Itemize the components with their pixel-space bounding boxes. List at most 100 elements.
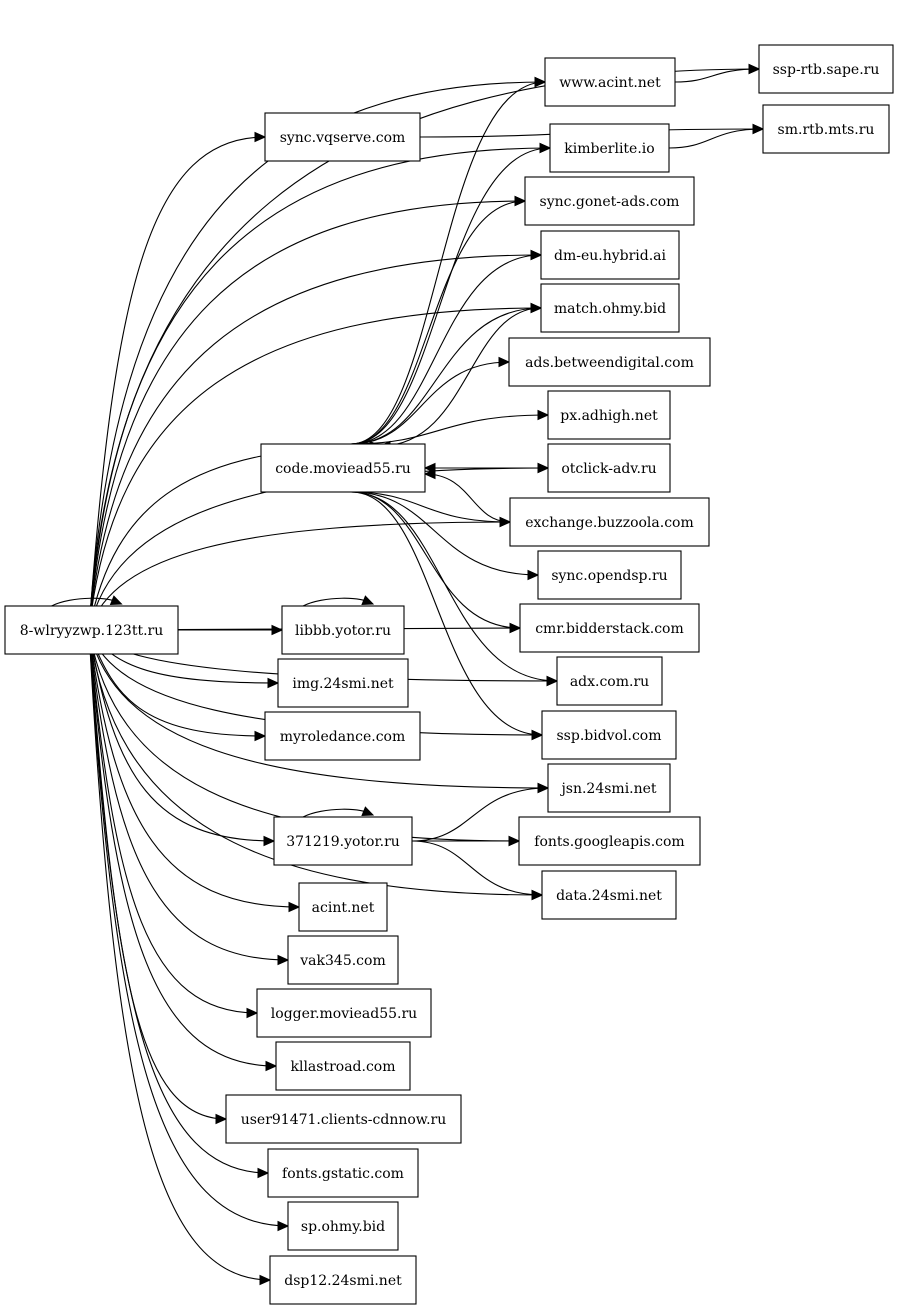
node-box-myrole xyxy=(264,711,421,761)
node-box-acint xyxy=(298,882,388,932)
node-jsn: jsn.24smi.net xyxy=(547,763,671,813)
arrowhead-root-to-y371 xyxy=(263,835,276,847)
node-ohmy: match.ohmy.bid xyxy=(540,283,680,333)
arrowhead-wacint-to-sape xyxy=(748,63,761,75)
nodes-layer: 8-wlryyzwp.123tt.ru ssp-rtb.sape.ru www.ac… xyxy=(4,44,894,1305)
node-label-gapis: fonts.googleapis.com xyxy=(534,834,684,850)
node-kimber: kimberlite.io xyxy=(549,123,670,173)
node-label-vak: vak345.com xyxy=(299,953,385,969)
arrowhead-movie-to-bidvol xyxy=(531,729,544,741)
node-box-jsn xyxy=(547,763,671,813)
edge-root-to-buzz xyxy=(88,521,511,631)
edge-movie-to-wacint xyxy=(350,81,546,445)
node-label-buzz: exchange.buzzoola.com xyxy=(525,515,694,531)
edge-root-to-logger xyxy=(88,629,258,1014)
arrowhead-movie-to-adhigh xyxy=(537,409,550,421)
node-mts: sm.rtb.mts.ru xyxy=(762,104,890,154)
edge-ohmy-to-movie xyxy=(379,307,542,447)
arrowhead-root-to-kll xyxy=(265,1060,278,1072)
arrowhead-root-to-cdn xyxy=(215,1113,228,1125)
edge-root-to-hybrid xyxy=(88,254,542,631)
edge-root-to-dsp12 xyxy=(88,629,271,1281)
node-label-mts: sm.rtb.mts.ru xyxy=(778,122,875,138)
edge-root-to-ohmy xyxy=(88,307,542,631)
node-label-acint: acint.net xyxy=(312,900,375,916)
node-label-y371: 371219.yotor.ru xyxy=(286,834,400,850)
node-label-sape: ssp-rtb.sape.ru xyxy=(773,62,880,78)
node-label-dsp12: dsp12.24smi.net xyxy=(284,1273,402,1289)
node-dsp12: dsp12.24smi.net xyxy=(269,1255,417,1305)
node-box-vq xyxy=(264,112,421,162)
edge-root-to-kimber xyxy=(88,147,551,631)
node-img24: img.24smi.net xyxy=(277,658,409,708)
arrowhead-root-to-logger xyxy=(246,1007,259,1019)
arrowhead-movie-to-opendsp xyxy=(527,569,540,581)
node-box-between xyxy=(508,337,711,387)
node-label-kll: kllastroad.com xyxy=(290,1059,395,1075)
node-label-ohmy: match.ohmy.bid xyxy=(554,301,666,317)
arrowhead-movie-to-bidder xyxy=(509,622,522,634)
node-bidder: cmr.bidderstack.com xyxy=(519,603,700,653)
node-label-gstatic: fonts.gstatic.com xyxy=(282,1166,404,1182)
node-label-between: ads.betweendigital.com xyxy=(525,355,694,371)
arrowhead-root-to-root xyxy=(109,595,123,605)
node-y371: 371219.yotor.ru xyxy=(273,816,413,866)
node-hybrid: dm-eu.hybrid.ai xyxy=(540,230,680,280)
node-box-dsp12 xyxy=(269,1255,417,1305)
node-root: 8-wlryyzwp.123tt.ru xyxy=(4,605,179,655)
node-box-bidder xyxy=(519,603,700,653)
arrowhead-root-to-spohmy xyxy=(277,1220,290,1232)
edge-root-to-bidvol xyxy=(88,629,543,736)
arrowhead-root-to-acint xyxy=(288,901,301,913)
node-gstatic: fonts.gstatic.com xyxy=(267,1148,419,1198)
node-box-gstatic xyxy=(267,1148,419,1198)
arrowhead-y371-to-data24 xyxy=(531,889,544,901)
edge-buzz-to-movie xyxy=(424,473,511,523)
node-label-opendsp: sync.opendsp.ru xyxy=(551,568,667,584)
edge-root-to-spohmy xyxy=(88,629,289,1227)
node-box-img24 xyxy=(277,658,409,708)
node-box-ohmy xyxy=(540,283,680,333)
edge-root-to-myrole xyxy=(88,629,266,737)
node-label-img24: img.24smi.net xyxy=(292,676,394,692)
node-box-buzz xyxy=(509,497,710,547)
edge-movie-to-opendsp xyxy=(350,491,539,576)
node-label-movie: code.moviead55.ru xyxy=(275,461,411,477)
edge-root-to-vq xyxy=(88,136,266,631)
node-data24: data.24smi.net xyxy=(541,870,677,920)
edge-kimber-to-mts xyxy=(668,128,764,149)
node-cdn: user91471.clients-cdnnow.ru xyxy=(225,1094,462,1144)
node-box-kll xyxy=(275,1041,411,1091)
node-label-hybrid: dm-eu.hybrid.ai xyxy=(554,248,667,264)
node-box-adx xyxy=(556,656,663,706)
edge-root-to-gonet xyxy=(88,200,526,631)
arrowhead-movie-to-between xyxy=(498,356,511,368)
arrowhead-root-to-img24 xyxy=(267,677,280,689)
node-label-logger: logger.moviead55.ru xyxy=(271,1006,417,1022)
node-otclick: otclick-adv.ru xyxy=(547,443,671,493)
node-gonet: sync.gonet-ads.com xyxy=(524,176,695,226)
node-label-myrole: myroledance.com xyxy=(280,729,406,745)
node-label-jsn: jsn.24smi.net xyxy=(559,781,656,797)
node-myrole: myroledance.com xyxy=(264,711,421,761)
arrowhead-root-to-dsp12 xyxy=(259,1274,272,1286)
edges-layer xyxy=(51,63,765,1286)
arrowhead-kimber-to-mts xyxy=(752,123,765,135)
node-box-cdn xyxy=(225,1094,462,1144)
node-label-adx: adx.com.ru xyxy=(570,674,649,690)
arrowhead-y371-to-y371 xyxy=(361,806,375,816)
edge-movie-to-buzz xyxy=(350,491,511,523)
edge-wacint-to-sape xyxy=(674,68,760,83)
node-adx: adx.com.ru xyxy=(556,656,663,706)
node-libbb: libbb.yotor.ru xyxy=(281,605,405,655)
node-box-bidvol xyxy=(541,710,677,760)
arrowhead-movie-to-hybrid xyxy=(530,249,543,261)
node-box-hybrid xyxy=(540,230,680,280)
node-box-wacint xyxy=(544,57,676,107)
node-wacint: www.acint.net xyxy=(544,57,676,107)
arrowhead-movie-to-wacint xyxy=(534,76,547,88)
edge-y371-to-jsn xyxy=(411,787,549,842)
edge-movie-to-kimber xyxy=(350,147,551,445)
edge-movie-to-ohmy xyxy=(350,307,542,445)
node-box-logger xyxy=(256,988,432,1038)
